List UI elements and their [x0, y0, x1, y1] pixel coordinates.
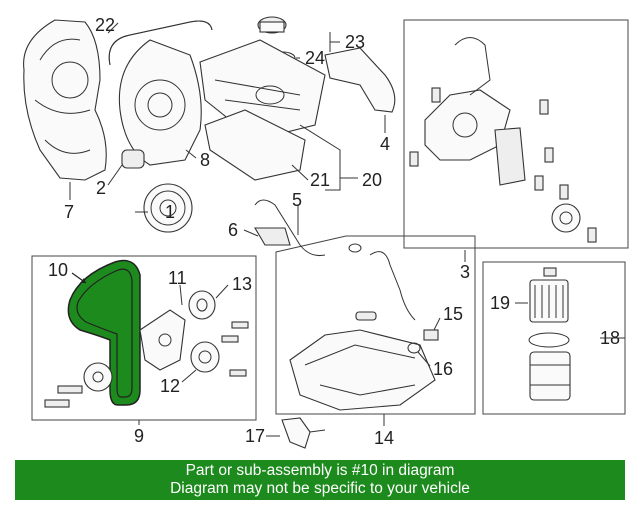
- callout-18: 18: [600, 328, 620, 348]
- banner-line-1: Part or sub-assembly is #10 in diagram: [185, 462, 455, 479]
- idler-pulley[interactable]: [188, 290, 216, 320]
- oil-pump-box: [403, 19, 629, 249]
- callout-21: 21: [310, 170, 330, 190]
- callout-19: 19: [490, 293, 510, 313]
- timing-cover[interactable]: [23, 19, 107, 181]
- callout-20: 20: [362, 170, 382, 190]
- callout-2: 2: [96, 178, 106, 198]
- oil-pan-box: [275, 235, 476, 415]
- oil-tube[interactable]: [254, 199, 326, 256]
- pan-dowel[interactable]: [355, 311, 377, 321]
- rear-timing-cover[interactable]: [118, 39, 202, 166]
- callout-8: 8: [200, 150, 210, 170]
- callout-labels: 1 2 3 4 5 6 7 8 9 10 11 12 13 14 15 16 1…: [48, 15, 620, 448]
- tensioner-bracket[interactable]: [139, 309, 186, 371]
- callout-24: 24: [305, 48, 325, 68]
- callout-15: 15: [443, 304, 463, 324]
- callout-6: 6: [228, 220, 238, 240]
- crankshaft-pulley[interactable]: [143, 183, 193, 233]
- callout-14: 14: [374, 428, 394, 448]
- seal-plug[interactable]: [121, 149, 145, 169]
- oil-filter-element[interactable]: [529, 267, 569, 323]
- timing-washer-plate[interactable]: [83, 362, 113, 392]
- oil-pump-sprocket[interactable]: [551, 203, 581, 233]
- oil-filler-cap[interactable]: [257, 16, 287, 34]
- callout-5: 5: [292, 190, 302, 210]
- banner-line-2: Diagram may not be specific to your vehi…: [170, 480, 470, 497]
- callout-4: 4: [380, 134, 390, 154]
- callout-3: 3: [460, 262, 470, 282]
- oil-filter-cap[interactable]: [529, 351, 571, 401]
- timing-bolts[interactable]: [44, 321, 249, 408]
- oil-pickup-tube[interactable]: [348, 243, 416, 321]
- info-banner: Part or sub-assembly is #10 in diagram D…: [15, 460, 625, 500]
- callout-13: 13: [232, 274, 252, 294]
- callout-12: 12: [160, 376, 180, 396]
- callout-22: 22: [95, 15, 115, 35]
- callout-1: 1: [165, 202, 175, 222]
- callout-11: 11: [168, 268, 187, 288]
- drain-washer[interactable]: [407, 342, 421, 354]
- callout-7: 7: [64, 202, 74, 222]
- thermostat-housing[interactable]: [324, 47, 396, 113]
- callout-10: 10: [48, 260, 68, 280]
- oil-filter-oring[interactable]: [528, 332, 570, 348]
- oil-pump[interactable]: [424, 37, 526, 186]
- oil-pan[interactable]: [289, 329, 436, 411]
- callout-17: 17: [245, 426, 265, 446]
- callout-9: 9: [134, 426, 144, 446]
- breather-hose[interactable]: [108, 20, 213, 66]
- callout-16: 16: [433, 359, 453, 379]
- drain-plug[interactable]: [423, 329, 439, 341]
- oil-pump-bolts[interactable]: [409, 87, 597, 243]
- timing-belt[interactable]: [67, 259, 141, 406]
- oil-level-bracket[interactable]: [281, 417, 326, 449]
- tensioner-pulley[interactable]: [190, 341, 220, 373]
- timing-belt-box: [31, 255, 257, 421]
- valve-cover-gasket[interactable]: [204, 109, 306, 181]
- leader-lines: [69, 22, 625, 437]
- callout-23: 23: [345, 32, 365, 52]
